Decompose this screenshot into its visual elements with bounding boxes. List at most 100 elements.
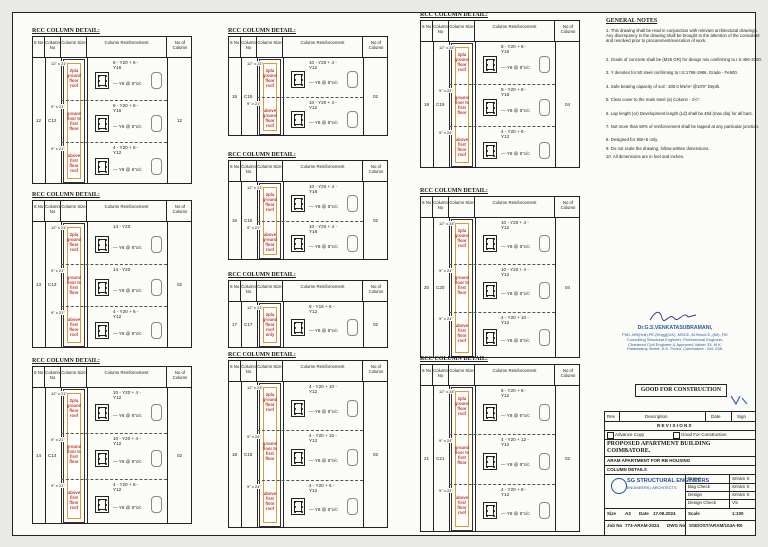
- rebar-dot: [294, 243, 296, 245]
- tie-spacing: — Y8 @ 6"c/c: [113, 81, 142, 87]
- rebar-dot: [105, 324, 107, 327]
- rebar-dot: [486, 149, 488, 152]
- column-size: 9" x 21": [51, 483, 65, 488]
- column-number: C18: [244, 452, 253, 457]
- column-cross-section: [483, 282, 497, 299]
- rebar-dot: [486, 59, 488, 62]
- column-cross-section: [291, 111, 305, 128]
- number-of-columns: 04: [565, 102, 571, 107]
- column-number: C17: [244, 322, 253, 327]
- rebar-dot: [486, 290, 488, 292]
- good-for-construction-checkbox[interactable]: [673, 432, 680, 439]
- tie-spacing: — Y8 @ 6"c/c: [309, 408, 338, 414]
- header-cell: Column Size: [257, 161, 283, 181]
- advance-copy-checkbox[interactable]: [607, 432, 614, 439]
- rebar-dot: [105, 463, 107, 465]
- rebar-dot: [486, 107, 488, 109]
- main-reinforcement: 4 - Y20 + 6 - Y12: [113, 145, 139, 156]
- general-note: 5. Clear cover to the main steel (a) Col…: [606, 97, 701, 103]
- rebar-dot: [105, 165, 107, 168]
- header-cell: S No: [229, 361, 241, 381]
- column-elevation: [63, 223, 85, 347]
- header-cell: No of Column: [368, 164, 384, 174]
- rebar-dot: [98, 170, 100, 173]
- serial-number: 14: [36, 453, 42, 458]
- floor-range: 2pla ground floor roof: [262, 68, 278, 88]
- header-cell: S No: [421, 197, 433, 217]
- tie-spacing: — Y8 @ 6"c/c: [309, 328, 338, 333]
- header-cell: Column Reinforcement: [283, 37, 363, 57]
- rebar-dot: [301, 506, 303, 509]
- header-cell: Column Reinforcement: [283, 281, 363, 301]
- header-cell: Column No: [241, 161, 257, 181]
- rebar-dot: [493, 107, 495, 109]
- rebar-dot: [98, 458, 100, 460]
- floor-range: 2pla ground floor roof only: [262, 312, 278, 337]
- floor-range: ground floor to first floor: [66, 444, 82, 464]
- rebar-dot: [105, 412, 107, 414]
- rebar-dot: [294, 114, 296, 116]
- tie-shape: [347, 498, 358, 516]
- header-cell: Column Size: [257, 281, 283, 301]
- main-reinforcement: 4 - Y20 + 12 - Y12: [501, 437, 529, 448]
- rebar-dot: [294, 332, 296, 334]
- table-title: RCC COLUMN DETAIL:: [420, 188, 488, 194]
- tie-shape: [151, 157, 162, 175]
- floor-range: above first floor roof: [263, 490, 277, 511]
- rebar-dot: [105, 85, 107, 88]
- rebar-dot: [98, 249, 100, 252]
- rebar-dot: [301, 332, 303, 334]
- rebar-dot: [294, 327, 296, 329]
- rebar-dot: [493, 411, 495, 414]
- header-cell: Column Reinforcement: [87, 367, 167, 387]
- header-cell: Column No: [241, 361, 257, 381]
- main-reinforcement: 8 - Y20 + 8 - Y16: [501, 86, 527, 97]
- rebar-dot: [294, 119, 296, 121]
- column-size: 9" x 21": [51, 310, 65, 316]
- rebar-dot: [98, 80, 100, 83]
- floor-range: above first floor roof: [67, 490, 81, 510]
- column-size: 12" x 21": [247, 185, 263, 190]
- column-cross-section: [483, 329, 497, 347]
- header-cell: No of Column: [172, 204, 188, 214]
- tie-spacing: — Y8 @ 6"c/c: [501, 291, 530, 296]
- rebar-dot: [301, 238, 303, 240]
- rebar-dot: [294, 198, 296, 200]
- header-cell: No of Column: [368, 364, 384, 374]
- rebar-dot: [98, 412, 100, 414]
- rebar-dot: [105, 453, 107, 455]
- rebar-dot: [301, 84, 303, 86]
- table-title: RCC COLUMN DETAIL:: [420, 12, 488, 18]
- rebar-dot: [98, 407, 100, 409]
- number-of-columns: 02: [565, 456, 571, 461]
- tie-spacing: — Y8 @ 6"c/c: [501, 511, 530, 517]
- tie-shape: [347, 71, 358, 88]
- rebar-dot: [105, 128, 107, 130]
- table-title: RCC COLUMN DETAIL:: [228, 272, 296, 278]
- column-number: C19: [436, 102, 445, 107]
- rebar-dot: [486, 461, 488, 463]
- rebar-dot: [486, 295, 488, 297]
- header-cell: Column Size: [61, 367, 87, 387]
- tie-shape: [151, 279, 162, 296]
- rebar-dot: [493, 247, 495, 250]
- column-cross-section: [95, 279, 109, 296]
- tie-spacing: — Y8 @ 6"c/c: [309, 204, 338, 209]
- table-title: RCC COLUMN DETAIL:: [32, 358, 100, 364]
- rebar-dot: [105, 249, 107, 252]
- serial-number: 15: [232, 94, 238, 99]
- rebar-dot: [294, 74, 296, 76]
- rebar-dot: [493, 290, 495, 292]
- header-cell: Column Reinforcement: [475, 197, 555, 217]
- rebar-dot: [105, 329, 107, 332]
- rebar-dot: [294, 322, 296, 324]
- rebar-dot: [493, 466, 495, 468]
- general-note: 9. Do not scale the drawing, follow writ…: [606, 145, 710, 151]
- column-size: 9" x 24": [439, 315, 453, 321]
- general-note: 6. Lap length (or) Development length (L…: [606, 110, 753, 116]
- rebar-dot: [105, 160, 107, 163]
